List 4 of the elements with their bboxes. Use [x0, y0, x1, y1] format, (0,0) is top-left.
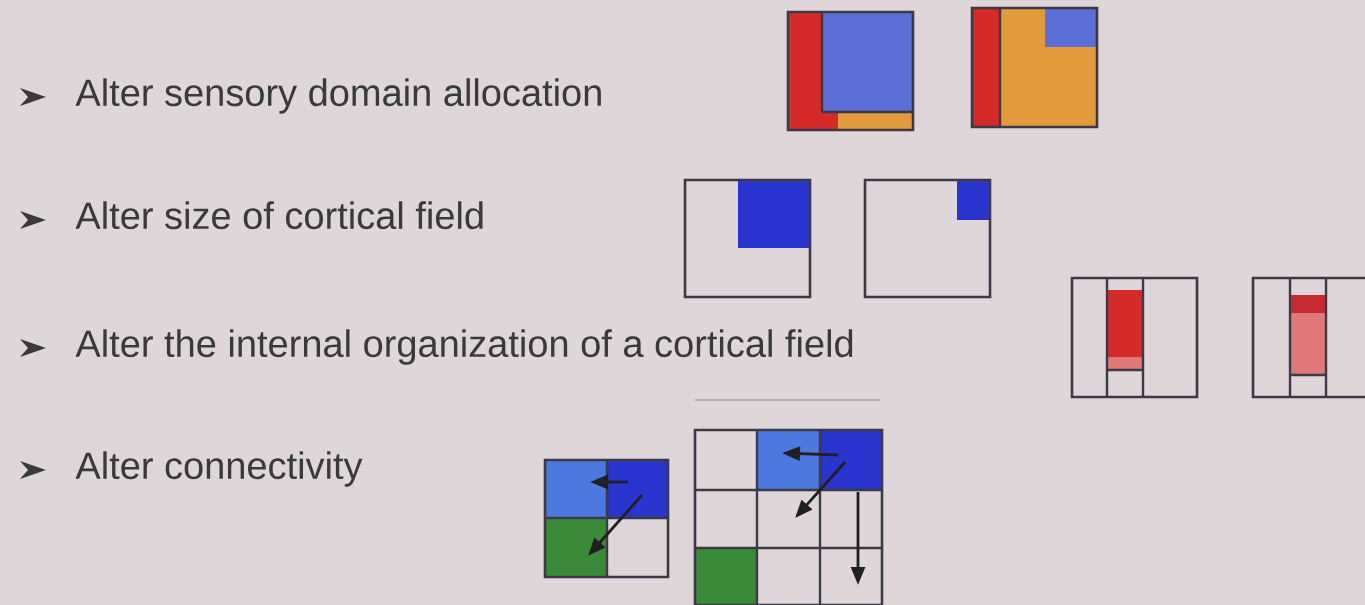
bullet-text: Alter size of cortical field [75, 201, 483, 230]
bullet-text: Alter sensory domain allocation [75, 78, 601, 114]
bullet-text: Alter the internal organization of a cortical field [75, 329, 853, 365]
bullet-text: Alter connectivity [75, 451, 363, 487]
